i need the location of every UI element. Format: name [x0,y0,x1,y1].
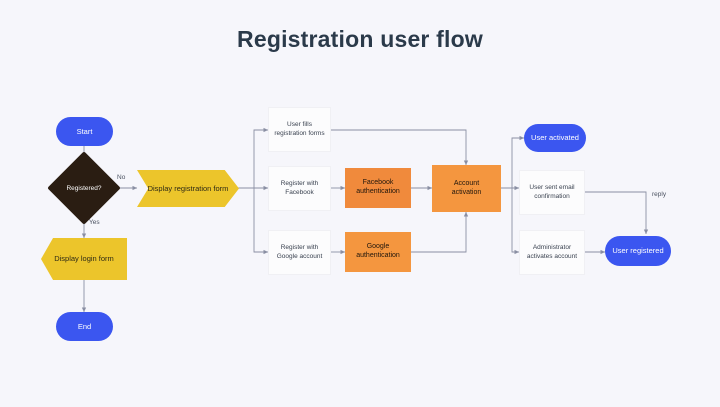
node-facebook-authentication-label-line2: authentication [356,188,400,195]
node-registered-decision[interactable]: Registered? [47,151,121,225]
node-end[interactable]: End [56,312,113,341]
node-register-with-facebook[interactable]: Register with Facebook [268,166,331,211]
node-user-registered[interactable]: User registered [605,236,671,266]
node-end-label: End [77,321,92,331]
node-google-authentication-label-line1: Google [366,243,390,251]
node-user-registered-label: User registered [612,246,664,256]
edge-label-reply: reply [652,191,667,198]
node-start[interactable]: Start [56,117,113,146]
node-display-login-form-label: Display login form [54,254,114,264]
node-register-with-google-label-line2: Google account [276,252,323,260]
node-google-authentication[interactable]: Google authentication [345,232,411,272]
edge-label-no: No [117,174,126,181]
edge-fills-forms-to-account-activation [331,129,469,166]
node-google-authentication-label-line2: authentication [356,252,400,259]
node-user-sent-email-confirmation[interactable]: User sent email confirmation [519,170,585,215]
node-display-login-form[interactable]: Display login form [41,238,127,280]
page-title: Registration user flow [237,26,483,52]
edge-label-yes: Yes [89,219,100,226]
node-register-with-facebook-label-line2: Facebook [285,188,314,196]
edge-display-reg-to-fills-forms [238,127,269,189]
node-facebook-authentication[interactable]: Facebook authentication [345,168,411,208]
node-registered-label: Registered? [66,184,102,192]
node-user-fills-forms[interactable]: User fills registration forms [268,107,331,152]
edge-sent-email-to-user-registered [585,191,649,235]
edge-account-activation-to-admin-activates [501,187,520,255]
node-user-fills-forms-label-line2: registration forms [274,129,325,137]
node-account-activation-label-line1: Account [453,179,480,187]
node-administrator-activates-account[interactable]: Administrator activates account [519,230,585,275]
node-start-label: Start [76,126,93,136]
node-display-registration-form[interactable]: Display registration form [137,170,239,207]
node-administrator-activates-account-label-line2: activates account [526,252,578,260]
node-account-activation[interactable]: Account activation [432,165,501,212]
edge-google-auth-to-account-activation [411,211,469,253]
edge-display-reg-to-reg-google [238,187,269,255]
node-administrator-activates-account-label-line1: Administrator [532,244,572,252]
node-account-activation-label-line2: activation [451,188,482,196]
node-register-with-google[interactable]: Register with Google account [268,230,331,275]
node-user-activated-label: User activated [531,133,579,143]
node-user-sent-email-confirmation-label-line2: confirmation [534,192,570,200]
node-register-with-google-label-line1: Register with [280,244,319,252]
node-user-sent-email-confirmation-label-line1: User sent email [529,184,575,192]
node-user-activated[interactable]: User activated [524,124,586,152]
node-user-fills-forms-label-line1: User fills [287,121,312,129]
node-facebook-authentication-label-line1: Facebook [362,179,394,187]
node-register-with-facebook-label-line1: Register with [280,180,319,188]
node-display-registration-form-label: Display registration form [147,183,229,193]
